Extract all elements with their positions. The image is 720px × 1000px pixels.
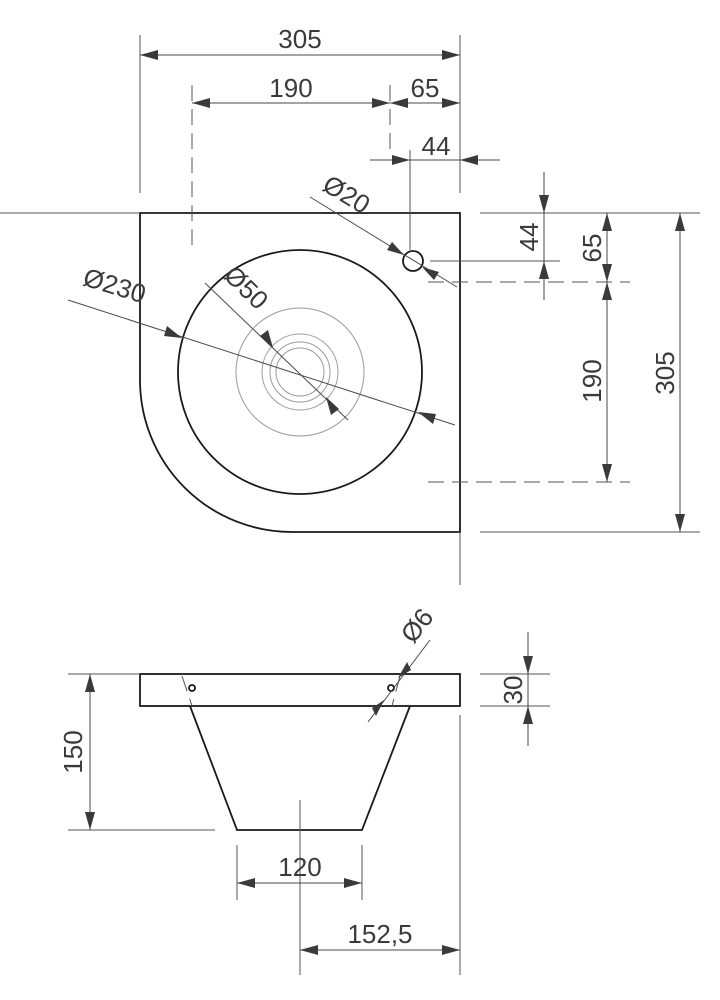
rim-slab [139, 673, 461, 707]
dim-right-lower-span: 190 [577, 282, 612, 482]
dim-mount-hole-label: Ø6 [394, 603, 439, 649]
dim-right-span-label: 65 [411, 73, 440, 103]
dim-tap-offset-y-label: 44 [514, 223, 544, 252]
dim-half-width-label: 152,5 [347, 919, 412, 949]
mount-hole-left [188, 684, 196, 692]
dim-total-height-label: 150 [58, 730, 88, 773]
dim-right-top-span-label: 65 [577, 234, 607, 263]
dim-total-height: 150 [58, 674, 95, 830]
dim-bottom-width: 120 [237, 852, 362, 888]
dim-right-total: 305 [650, 213, 685, 532]
dim-tap-offset-x: 44 [370, 131, 500, 165]
dim-bottom-width-label: 120 [278, 852, 321, 882]
dim-half-width: 152,5 [300, 919, 460, 955]
dim-right-span: 65 [390, 73, 460, 108]
dim-rim-thickness: 30 [498, 632, 533, 746]
dim-drain-label: Ø50 [218, 260, 274, 316]
bowl-circle [177, 249, 423, 495]
drain-ring-core [275, 347, 325, 397]
dim-right-total-label: 305 [650, 351, 680, 394]
drain-ring [261, 333, 339, 411]
side-extension-lines [68, 673, 550, 975]
dim-top-width-label: 305 [278, 24, 321, 54]
top-extension-lines [0, 35, 700, 585]
dim-bowl-label: Ø230 [80, 262, 150, 309]
basin-outline [139, 212, 461, 533]
dim-left-span-label: 190 [269, 73, 312, 103]
dim-tap-offset-x-label: 44 [422, 131, 451, 161]
dim-left-span: 190 [192, 73, 390, 108]
drain-ring-inner [269, 341, 331, 403]
dim-top-width: 305 [140, 24, 460, 60]
dim-rim-thickness-label: 30 [498, 676, 528, 705]
dim-right-lower-span-label: 190 [577, 359, 607, 402]
top-view [139, 212, 461, 533]
dim-mount-hole: Ø6 [367, 603, 439, 723]
dim-tap-offset-y: 44 [514, 172, 549, 300]
dim-tap-hole: Ø20 [309, 169, 458, 288]
drain-outer-ring [235, 307, 365, 437]
tap-hole [402, 250, 424, 272]
dim-right-top-span: 65 [577, 213, 612, 282]
dim-drain: Ø50 [204, 260, 349, 421]
